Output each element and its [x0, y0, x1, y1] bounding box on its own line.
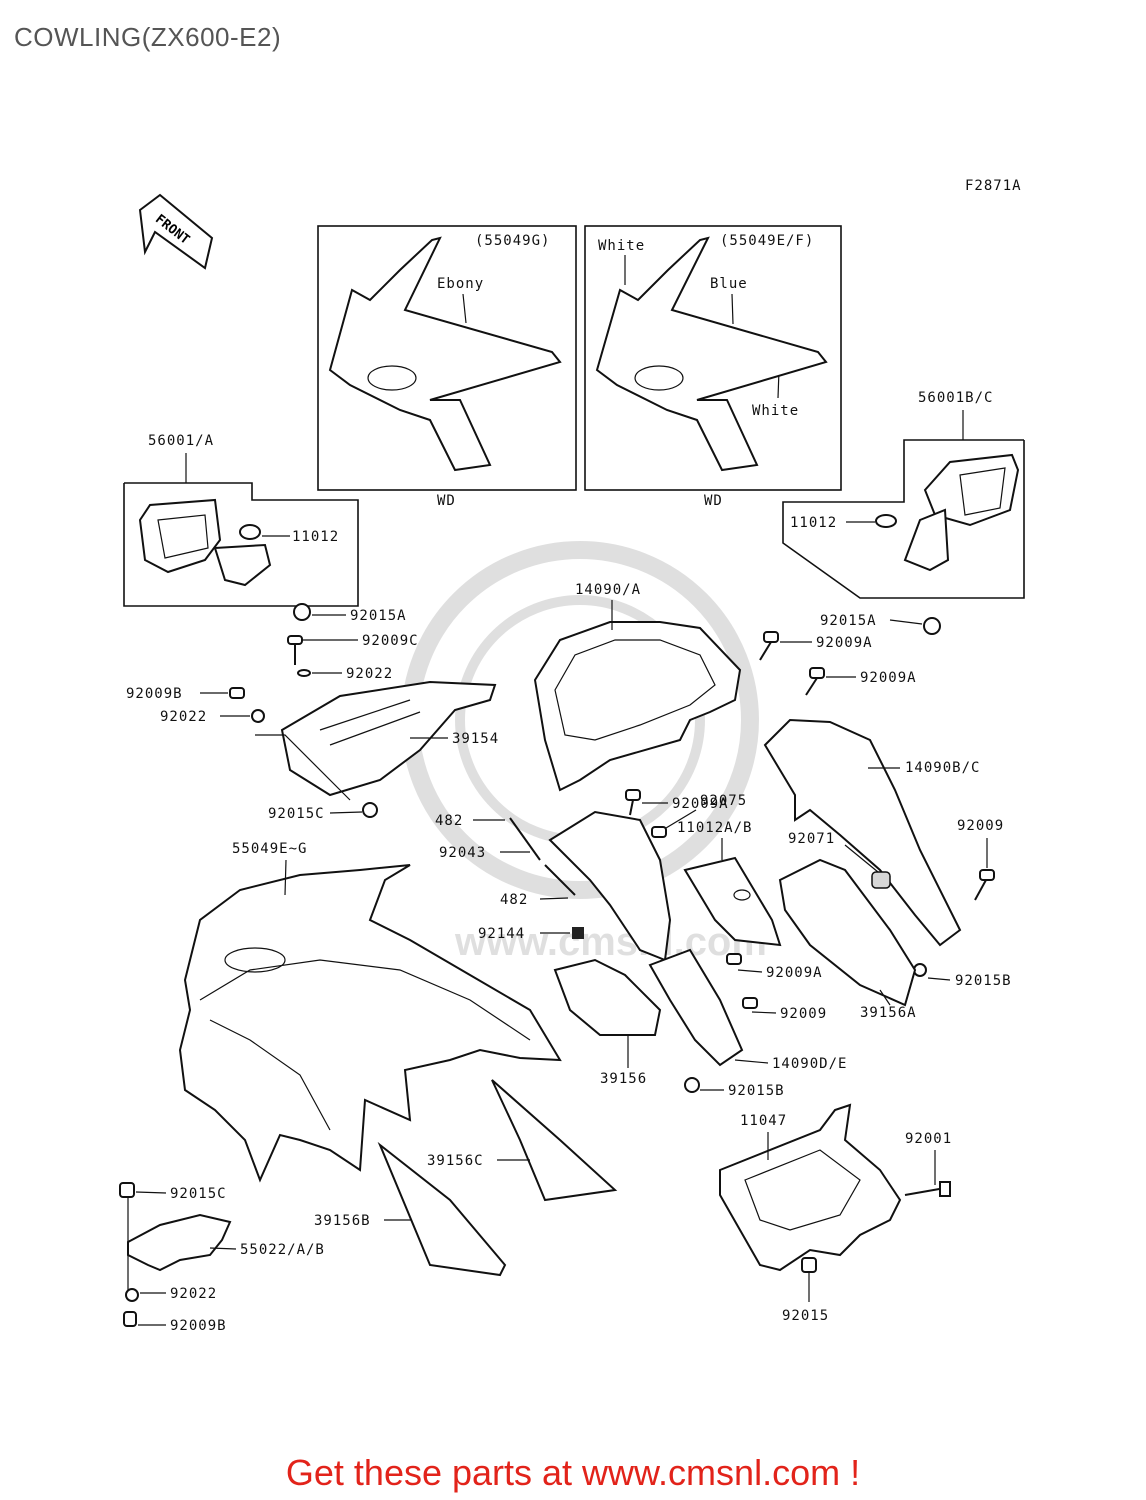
label-55022ab: 55022/A/B [240, 1242, 325, 1258]
label-92015a-right: 92015A [820, 613, 877, 629]
label-92009b-mid: 92009B [126, 686, 183, 702]
label-92001: 92001 [905, 1131, 952, 1147]
footer-promo-link[interactable]: Get these parts at www.cmsnl.com ! [285, 1452, 861, 1493]
part-39154-inner-panel: 39154 [255, 680, 499, 801]
variant-box-title: (55049G) [475, 233, 550, 249]
label-56001-a: 56001/A [148, 433, 214, 449]
part-39156-panel: 39156 [553, 958, 662, 1087]
variant-note-ebony: Ebony [437, 276, 484, 292]
label-92043: 92043 [439, 845, 486, 861]
variant-box-55049g: (55049G) Ebony WD [317, 225, 577, 509]
label-14090de: 14090D/E [772, 1056, 847, 1072]
label-92009a-3: 92009A [672, 796, 729, 812]
label-56001-bc: 56001B/C [918, 390, 993, 406]
label-92009c: 92009C [362, 633, 419, 649]
label-39156a: 39156A [860, 1005, 917, 1021]
label-39156c: 39156C [427, 1153, 484, 1169]
label-92009a-2: 92009A [860, 670, 917, 686]
label-55049eg: 55049E~G [232, 841, 307, 857]
label-92071: 92071 [788, 831, 835, 847]
label-92022-bot: 92022 [170, 1286, 217, 1302]
label-482-bot: 482 [500, 892, 528, 908]
figure-code: F2871A [965, 178, 1022, 194]
variant-box-55049ef: (55049E/F) White Blue White WD [584, 225, 842, 509]
label-92015c-mid: 92015C [268, 806, 325, 822]
part-55022-bracket: 92015C 55022/A/B 92022 92009B [119, 1182, 325, 1334]
mirror-left-assembly: 56001/A 11012 92015A [123, 433, 407, 624]
label-92075: 92075 [700, 793, 747, 809]
variant-note-blue: Blue [710, 276, 748, 292]
label-92009a-1: 92009A [816, 635, 873, 651]
label-14090bc: 14090B/C [905, 760, 980, 776]
variant-box-footer: WD [704, 493, 723, 509]
label-39156: 39156 [600, 1071, 647, 1087]
front-arrow-icon: FRONT [138, 193, 214, 270]
label-11012ab: 11012A/B [677, 820, 752, 836]
part-14090a-meter-cover: 14090/A [533, 582, 742, 792]
label-92022-mid: 92022 [160, 709, 207, 725]
label-11047: 11047 [740, 1113, 787, 1129]
variant-box-title: (55049E/F) [720, 233, 814, 249]
variant-note-white-top: White [598, 238, 645, 254]
label-39154: 39154 [452, 731, 499, 747]
label-11012-left: 11012 [292, 529, 339, 545]
part-14090bc-side-panel: 14090B/C [763, 718, 980, 947]
part-39156c-panel: 39156C [427, 1079, 618, 1202]
variant-note-white-bottom: White [752, 403, 799, 419]
fasteners-upper-right: 92009A 92009A 92009A [625, 631, 917, 816]
right-hardware: 92071 92009 92015B 39156A 92009A 92009 1… [648, 818, 1012, 1099]
label-92015a-left: 92015A [350, 608, 407, 624]
variant-box-footer: WD [437, 493, 456, 509]
label-14090a: 14090/A [575, 582, 641, 598]
mirror-right-assembly: 56001B/C 11012 92015A [782, 390, 1025, 635]
part-55049-main-cowl: 55049E~G [178, 841, 562, 1183]
label-482-top: 482 [435, 813, 463, 829]
part-11047-stay: 11047 92001 92015 [719, 1103, 952, 1324]
label-92144: 92144 [478, 926, 525, 942]
label-92015c-bot: 92015C [170, 1186, 227, 1202]
middle-hardware: 92075 11012A/B 482 92043 482 92144 [435, 793, 782, 962]
label-92009-right: 92009 [957, 818, 1004, 834]
page-title: COWLING(ZX600-E2) [14, 22, 282, 52]
label-92009-mid: 92009 [780, 1006, 827, 1022]
label-92009a-4: 92009A [766, 965, 823, 981]
label-92015b-right: 92015B [955, 973, 1012, 989]
label-92009b-bot: 92009B [170, 1318, 227, 1334]
part-39156b-panel: 39156B [314, 1141, 507, 1277]
fasteners-upper-left: 92009C 92022 92009B 92022 92015C [126, 633, 419, 822]
label-92022-top: 92022 [346, 666, 393, 682]
watermark-text: www.cmsnl.com [454, 920, 767, 964]
label-92015b-mid: 92015B [728, 1083, 785, 1099]
label-92015: 92015 [782, 1308, 829, 1324]
label-11012-right: 11012 [790, 515, 837, 531]
label-39156b: 39156B [314, 1213, 371, 1229]
